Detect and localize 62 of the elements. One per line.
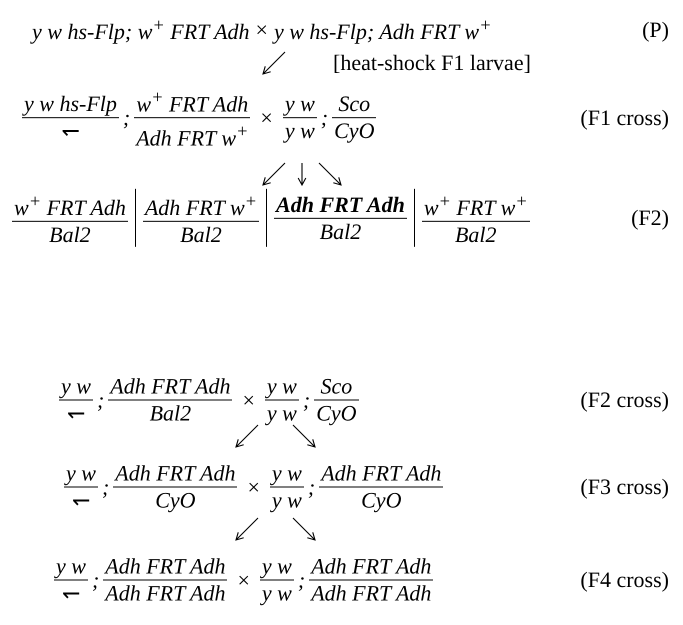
genotype-text: CyO	[360, 488, 402, 514]
genotype-text: y w	[270, 488, 303, 514]
genotype-text: Adh FRT Adh	[274, 192, 407, 218]
genotype-text: y w hs-Flp; w$^{+}$ FRT Adh	[32, 14, 250, 46]
genotype-text: Adh FRT Adh	[113, 460, 238, 488]
genotype-text: y w hs-Flp; Adh FRT w$^{+}$	[274, 14, 492, 46]
genotype-text: Bal2	[148, 400, 192, 426]
genotype-text: Adh FRT w$^{+}$	[142, 188, 260, 222]
genotype-text: Adh FRT Adh	[309, 580, 432, 606]
cross-symbol: ×	[242, 387, 255, 413]
semicolon: ;	[102, 474, 110, 500]
cross-symbol: ×	[256, 17, 268, 43]
genotype-text: w$^{+}$ FRT w$^{+}$	[422, 188, 530, 222]
genotype-text: Sco	[332, 92, 376, 118]
generation-label: (F2 cross)	[580, 387, 669, 413]
genotype-text: y w	[270, 460, 304, 488]
genotype-text: CyO	[315, 400, 358, 426]
genotype-text: y w	[54, 554, 88, 580]
genotype-text: y w	[282, 118, 316, 144]
generation-label: (F1 cross)	[580, 105, 669, 131]
generation-label: (F2)	[631, 205, 669, 231]
y-chromosome-symbol: ↽	[70, 488, 91, 514]
note-text: [heat-shock F1 larvae]	[333, 50, 531, 76]
genotype-text: Adh FRT Adh	[108, 374, 232, 400]
genotype-text: Bal2	[179, 222, 223, 248]
genotype-text: CyO	[333, 118, 376, 144]
genotype-text: y w	[64, 460, 98, 488]
genotype-text: Adh FRT Adh	[103, 580, 226, 606]
genotype-text: Adh FRT w$^{+}$	[134, 120, 250, 152]
cross-symbol: ×	[260, 105, 273, 131]
genotype-text: Adh FRT Adh	[309, 554, 434, 580]
genotype-text: Adh FRT Adh	[103, 554, 228, 580]
generation-label: (P)	[642, 17, 669, 43]
y-chromosome-symbol: ↽	[60, 118, 80, 144]
semicolon: ;	[122, 105, 130, 131]
genotype-text: Bal2	[318, 218, 362, 244]
genotype-text: Sco	[314, 374, 359, 400]
semicolon: ;	[320, 105, 328, 131]
genotype-text: Bal2	[454, 222, 498, 248]
generation-label: (F4 cross)	[580, 567, 669, 593]
semicolon: ;	[308, 474, 316, 500]
genotype-text: w$^{+}$ FRT Adh	[134, 84, 250, 118]
semicolon: ;	[302, 387, 310, 413]
genotype-text: y w	[282, 92, 317, 118]
genotype-text: y w	[260, 580, 293, 606]
semicolon: ;	[298, 567, 306, 593]
generation-label: (F3 cross)	[580, 474, 669, 500]
genotype-text: y w	[264, 400, 298, 426]
genotype-text: y w	[264, 374, 299, 400]
genotype-text: y w	[260, 554, 294, 580]
y-chromosome-symbol: ↽	[66, 400, 86, 426]
genotype-text: Adh FRT Adh	[319, 460, 444, 488]
semicolon: ;	[96, 387, 104, 413]
genotype-text: CyO	[154, 488, 197, 514]
cross-symbol: ×	[237, 567, 250, 593]
genotype-text: w$^{+}$ FRT Adh	[12, 188, 128, 222]
genotype-text: y w	[59, 374, 93, 400]
y-chromosome-symbol: ↽	[60, 580, 81, 606]
semicolon: ;	[92, 567, 100, 593]
cross-symbol: ×	[247, 474, 260, 500]
genotype-text: Bal2	[48, 222, 92, 248]
genotype-text: y w hs-Flp	[22, 92, 119, 118]
